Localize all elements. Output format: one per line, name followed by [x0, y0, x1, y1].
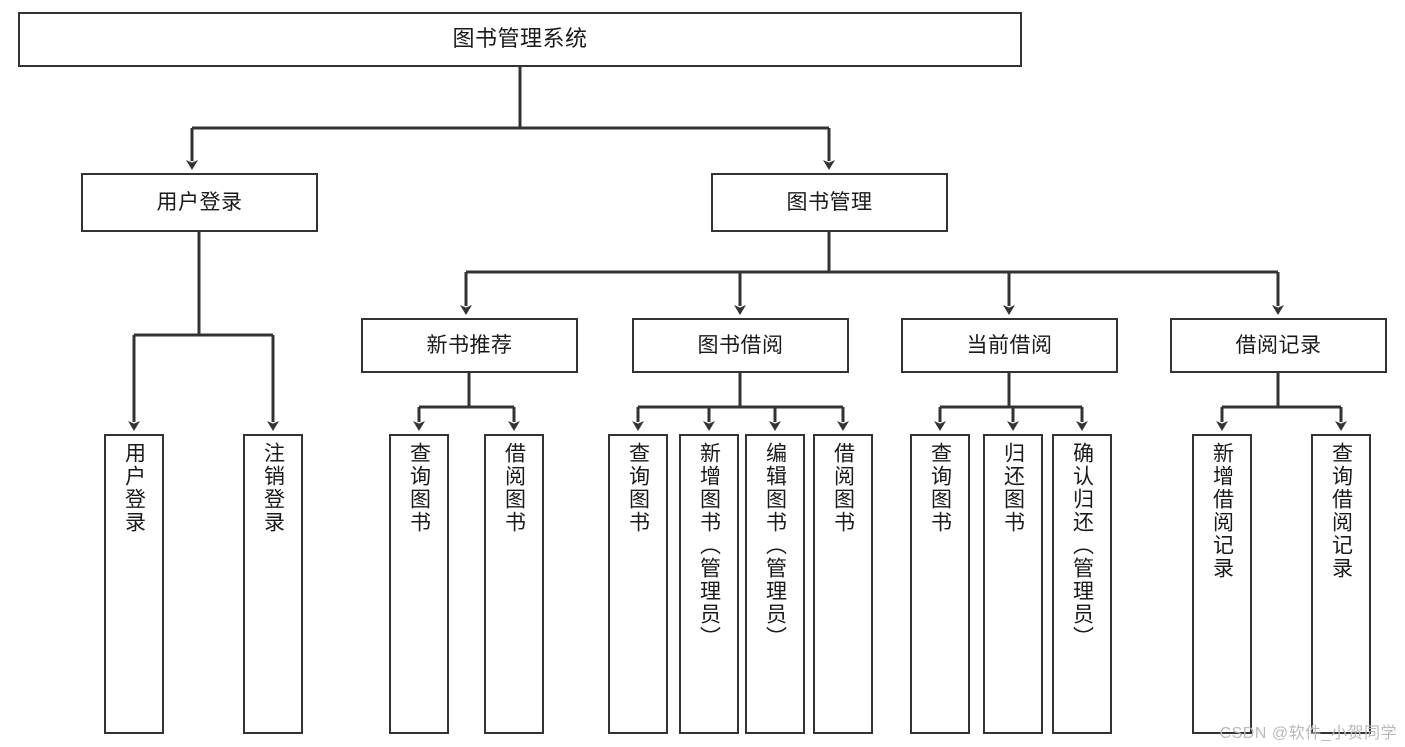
leaf-add-book[interactable]: 新增图书（管理员） [679, 434, 739, 734]
node-current-borrow-label: 当前借阅 [966, 333, 1053, 357]
node-book-manage[interactable]: 图书管理 [711, 173, 948, 232]
node-book-borrow-label: 图书借阅 [697, 333, 784, 357]
leaf-edit-book[interactable]: 编辑图书（管理员） [745, 434, 805, 734]
leaf-query-record-label: 查询借阅记录 [1329, 442, 1353, 580]
leaf-user-login[interactable]: 用户登录 [104, 434, 164, 734]
leaf-logout[interactable]: 注销登录 [243, 434, 303, 734]
leaf-query-book-2[interactable]: 查询图书 [608, 434, 668, 734]
node-new-book-recommend[interactable]: 新书推荐 [361, 318, 578, 373]
node-user-login[interactable]: 用户登录 [81, 173, 318, 232]
csdn-watermark: CSDN @软件_小贺同学 [1219, 725, 1397, 742]
leaf-return-book-label: 归还图书 [1001, 442, 1025, 534]
node-root[interactable]: 图书管理系统 [18, 12, 1022, 67]
leaf-logout-label: 注销登录 [261, 442, 285, 534]
leaf-query-book-2-label: 查询图书 [626, 442, 650, 534]
leaf-confirm-return[interactable]: 确认归还（管理员） [1052, 434, 1112, 734]
leaf-add-record[interactable]: 新增借阅记录 [1192, 434, 1252, 734]
leaf-add-book-label: 新增图书（管理员） [697, 442, 721, 649]
leaf-borrow-book-2-label: 借阅图书 [831, 442, 855, 534]
node-new-book-recommend-label: 新书推荐 [426, 333, 513, 357]
node-root-label: 图书管理系统 [452, 26, 588, 52]
node-book-manage-label: 图书管理 [786, 190, 873, 214]
leaf-confirm-return-label: 确认归还（管理员） [1070, 442, 1094, 649]
leaf-borrow-book-1-label: 借阅图书 [502, 442, 526, 534]
node-user-login-label: 用户登录 [156, 190, 243, 214]
node-book-borrow[interactable]: 图书借阅 [632, 318, 849, 373]
leaf-add-record-label: 新增借阅记录 [1210, 442, 1234, 580]
leaf-borrow-book-2[interactable]: 借阅图书 [813, 434, 873, 734]
leaf-query-book-1[interactable]: 查询图书 [389, 434, 449, 734]
node-borrow-record-label: 借阅记录 [1235, 333, 1322, 357]
leaf-query-book-1-label: 查询图书 [407, 442, 431, 534]
node-current-borrow[interactable]: 当前借阅 [901, 318, 1118, 373]
leaf-query-record[interactable]: 查询借阅记录 [1311, 434, 1371, 734]
leaf-edit-book-label: 编辑图书（管理员） [763, 442, 787, 649]
leaf-query-book-3-label: 查询图书 [928, 442, 952, 534]
leaf-return-book[interactable]: 归还图书 [983, 434, 1043, 734]
leaf-borrow-book-1[interactable]: 借阅图书 [484, 434, 544, 734]
node-borrow-record[interactable]: 借阅记录 [1170, 318, 1387, 373]
leaf-user-login-label: 用户登录 [122, 442, 146, 534]
leaf-query-book-3[interactable]: 查询图书 [910, 434, 970, 734]
